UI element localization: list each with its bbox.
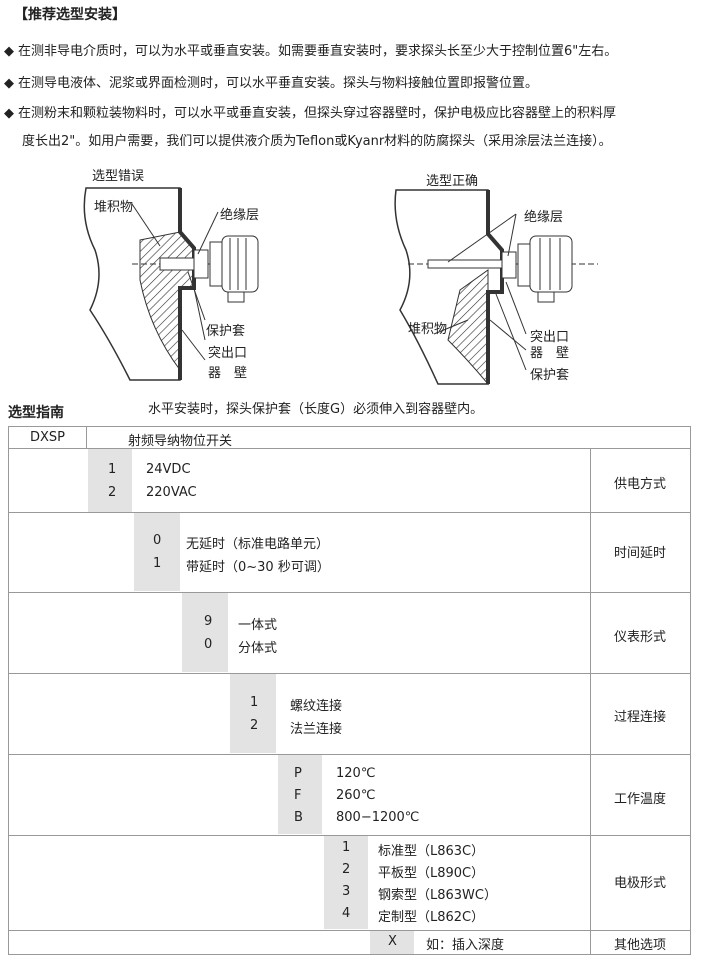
text-form-0: 分体式 — [238, 641, 278, 656]
diagram-left-label-buildup: 堆积物 — [94, 200, 134, 215]
diagram-right-label-nozzle: 突出口 — [530, 330, 570, 345]
code-power-1: 1 — [108, 462, 117, 477]
diagram-wrong-install — [83, 187, 259, 381]
text-electrode-1: 标准型（L863C） — [378, 844, 485, 859]
label-temperature: 工作温度 — [613, 792, 666, 807]
code-form-9: 9 — [204, 614, 213, 629]
section-title: 【推荐选型安装】 — [14, 7, 126, 23]
text-form-9: 一体式 — [238, 618, 278, 633]
diagram-correct-install — [394, 189, 598, 386]
label-electrode: 电极形式 — [613, 876, 666, 891]
code-box-other — [370, 931, 414, 954]
diagram-right-label-buildup: 堆积物 — [408, 322, 448, 337]
code-box-form — [182, 593, 228, 672]
code-box-temperature — [278, 755, 322, 834]
code-delay-1: 1 — [153, 556, 162, 571]
text-temp-f: 260℃ — [336, 788, 376, 803]
label-power: 供电方式 — [613, 477, 666, 492]
code-electrode-2: 2 — [342, 862, 351, 877]
text-delay-0: 无延时（标准电路单元） — [186, 537, 330, 552]
bullet-3: ◆在测粉末和颗粒装物料时，可以水平或垂直安装，但探头穿过容器壁时，保护电极应比容… — [4, 106, 617, 121]
diagram-right-label-wall: 器 壁 — [530, 346, 570, 361]
bullet-2: ◆在测导电液体、泥浆或界面检测时，可以水平垂直安装。探头与物料接触位置即报警位置… — [4, 76, 539, 91]
text-power-2: 220VAC — [146, 485, 197, 500]
code-delay-0: 0 — [153, 533, 162, 548]
selection-guide-title: 选型指南 — [8, 405, 64, 421]
diagram-right-label-sleeve: 保护套 — [530, 368, 570, 383]
diagram-left-label-nozzle: 突出口 — [208, 346, 248, 361]
code-temp-p: P — [294, 766, 302, 781]
code-form-0: 0 — [204, 637, 213, 652]
text-connection-2: 法兰连接 — [290, 722, 343, 737]
code-connection-1: 1 — [250, 695, 259, 710]
code-box-electrode — [324, 836, 368, 929]
diagram-left-caption: 选型错误 — [92, 169, 145, 184]
text-other-x: 如：插入深度 — [426, 938, 505, 953]
text-delay-1: 带延时（0~30 秒可调） — [186, 560, 330, 575]
diagram-right-label-insulation: 绝缘层 — [524, 210, 564, 225]
label-connection: 过程连接 — [613, 710, 666, 725]
code-box-delay — [134, 513, 180, 591]
code-power-2: 2 — [108, 485, 117, 500]
text-electrode-2: 平板型（L890C） — [378, 866, 485, 881]
code-temp-f: F — [294, 788, 302, 803]
model-description: 射频导纳物位开关 — [128, 434, 233, 449]
code-other-x: X — [388, 934, 397, 949]
text-temp-p: 120℃ — [336, 766, 376, 781]
label-form: 仪表形式 — [613, 630, 666, 645]
diagram-left-label-wall: 器 壁 — [208, 366, 248, 381]
label-delay: 时间延时 — [613, 546, 666, 561]
label-other: 其他选项 — [613, 938, 666, 953]
bullet-3-continuation: 度长出2"。如用户需要，我们可以提供液介质为Teflon或Kyanr材料的防腐探… — [22, 134, 612, 149]
diagram-left-label-insulation: 绝缘层 — [220, 208, 260, 223]
diagram-right-caption: 选型正确 — [426, 174, 479, 189]
text-temp-b: 800−1200℃ — [336, 810, 420, 825]
code-connection-2: 2 — [250, 718, 259, 733]
code-box-power — [88, 449, 132, 512]
code-electrode-4: 4 — [342, 906, 351, 921]
text-electrode-4: 定制型（L862C） — [378, 910, 485, 925]
code-box-connection — [230, 674, 276, 753]
code-temp-b: B — [294, 810, 303, 825]
text-electrode-3: 钢索型（L863WC） — [378, 888, 497, 903]
code-electrode-3: 3 — [342, 884, 351, 899]
code-electrode-1: 1 — [342, 840, 351, 855]
selection-guide-note: 水平安装时，探头保护套（长度G）必须伸入到容器壁内。 — [148, 402, 484, 417]
model-code: DXSP — [30, 430, 66, 445]
bullet-1: ◆在测非导电介质时，可以为水平或垂直安装。如需要垂直安装时，要求探头长至少大于控… — [4, 44, 618, 59]
diagram-left-label-sleeve: 保护套 — [206, 324, 246, 339]
text-connection-1: 螺纹连接 — [290, 699, 343, 714]
text-power-1: 24VDC — [146, 462, 191, 477]
